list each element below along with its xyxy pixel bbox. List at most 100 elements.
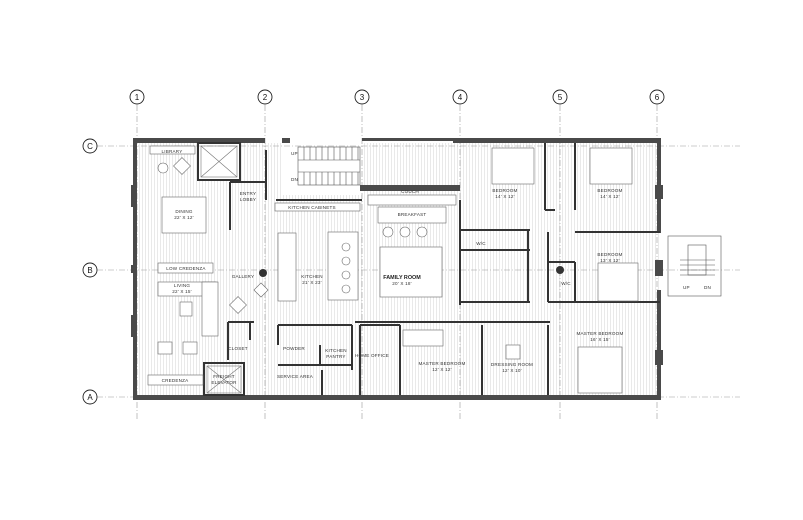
- room-name: KITCHEN CABINETS: [288, 205, 336, 210]
- svg-text:C: C: [87, 142, 93, 151]
- gallery-chair-2: [253, 282, 269, 298]
- passenger-elevator: [200, 145, 238, 178]
- room-label-breakfast: BREAKFAST: [398, 212, 427, 217]
- structural-columns: [259, 266, 564, 277]
- svg-text:3: 3: [360, 93, 365, 102]
- grid-bubble-3: 3: [354, 89, 370, 105]
- room-name-line2: ELEVATOR: [211, 380, 237, 385]
- room-label-kitchen-cabinets: KITCHEN CABINETS: [288, 205, 336, 210]
- stair-label-down: DN: [704, 285, 711, 290]
- room-size: 16' X 15': [590, 337, 609, 342]
- room-name: SERVICE AREA: [277, 374, 314, 379]
- coffee-table: [179, 301, 193, 317]
- room-name: HOME OFFICE: [355, 353, 389, 358]
- room-size: 22' X 12': [174, 215, 193, 220]
- freight-elevator: [206, 365, 242, 394]
- main-stair: [297, 146, 361, 186]
- room-label-couch: COUCH: [401, 189, 419, 194]
- room-name: W/C: [561, 281, 571, 286]
- exterior-walls: [131, 138, 663, 400]
- room-size: 12' X 12': [432, 367, 451, 372]
- bed-3: [597, 262, 639, 302]
- room-name: DINING: [175, 209, 193, 214]
- grid-bubble-5: 5: [552, 89, 568, 105]
- room-label-credenza: CREDENZA: [162, 378, 190, 383]
- grid-bubble-1: 1: [129, 89, 145, 105]
- stair-label-up: UP: [683, 285, 690, 290]
- svg-text:4: 4: [458, 93, 463, 102]
- library-chair: [157, 162, 169, 174]
- family-sofa: [379, 246, 443, 298]
- grid-bubble-6: 6: [649, 89, 665, 105]
- credenza-unit: [147, 374, 204, 386]
- bed-1: [491, 147, 535, 185]
- master-bed: [577, 346, 623, 394]
- library-shelf: [149, 145, 196, 155]
- svg-text:5: 5: [558, 93, 563, 102]
- room-name-line2: PANTRY: [326, 354, 345, 359]
- kitchen-cabinet-run: [274, 202, 361, 212]
- grid-bubbles: 1 2 3 4 5 6C B A: [82, 89, 665, 405]
- room-label-closet: CLOSET: [228, 346, 248, 351]
- room-name: GALLERY: [232, 274, 255, 279]
- stair-label-up: UP: [291, 151, 298, 156]
- room-label-wic-1: W/C: [476, 241, 486, 246]
- room-size: 21' X 23': [302, 280, 321, 285]
- breakfast-bench: [367, 194, 457, 206]
- room-name: DRESSING ROOM: [491, 362, 533, 367]
- room-label-low-credenza: LOW CREDENZA: [166, 266, 206, 271]
- armchair-1: [157, 341, 173, 355]
- room-label-wic-2: W/C: [561, 281, 571, 286]
- room-name: KITCHEN: [325, 348, 347, 353]
- dressing-island: [505, 344, 521, 360]
- bed-2: [589, 147, 633, 185]
- room-name-line2: LOBBY: [240, 197, 256, 202]
- room-label-gallery: GALLERY: [232, 274, 255, 279]
- sofa-chaise: [201, 281, 219, 337]
- room-name: BEDROOM: [597, 188, 622, 193]
- svg-text:1: 1: [135, 93, 140, 102]
- room-label-powder: POWDER: [283, 346, 305, 351]
- interior-walls: [197, 142, 660, 396]
- room-size: 22' X 15': [172, 289, 191, 294]
- room-name: CREDENZA: [162, 378, 190, 383]
- dining-table: [161, 196, 207, 234]
- exterior-stair: [667, 235, 722, 297]
- svg-text:2: 2: [263, 93, 268, 102]
- room-name: ENTRY: [240, 191, 257, 196]
- breakfast-table: [377, 206, 447, 224]
- room-size: 14' X 12': [495, 194, 514, 199]
- svg-text:6: 6: [655, 93, 660, 102]
- stair-label-down: DN: [291, 177, 298, 182]
- room-name: POWDER: [283, 346, 305, 351]
- gallery-chair-1: [229, 296, 247, 314]
- room-name: COUCH: [401, 189, 419, 194]
- room-label-service-area: SERVICE AREA: [277, 374, 314, 379]
- room-label-library: LIBRARY: [162, 149, 183, 154]
- room-size: 14' X 12': [600, 194, 619, 199]
- bathtub: [402, 329, 444, 347]
- svg-text:A: A: [87, 393, 93, 402]
- grid-bubble-A: A: [82, 389, 98, 405]
- furniture: [147, 145, 639, 394]
- room-name: FREIGHT: [213, 374, 235, 379]
- grid-bubble-C: C: [82, 138, 98, 154]
- room-name: MASTER BEDROOM: [419, 361, 466, 366]
- room-name: CLOSET: [228, 346, 248, 351]
- room-name: W/C: [476, 241, 486, 246]
- low-credenza-unit: [157, 262, 214, 274]
- grid-bubble-B: B: [82, 262, 98, 278]
- room-name: LIVING: [174, 283, 190, 288]
